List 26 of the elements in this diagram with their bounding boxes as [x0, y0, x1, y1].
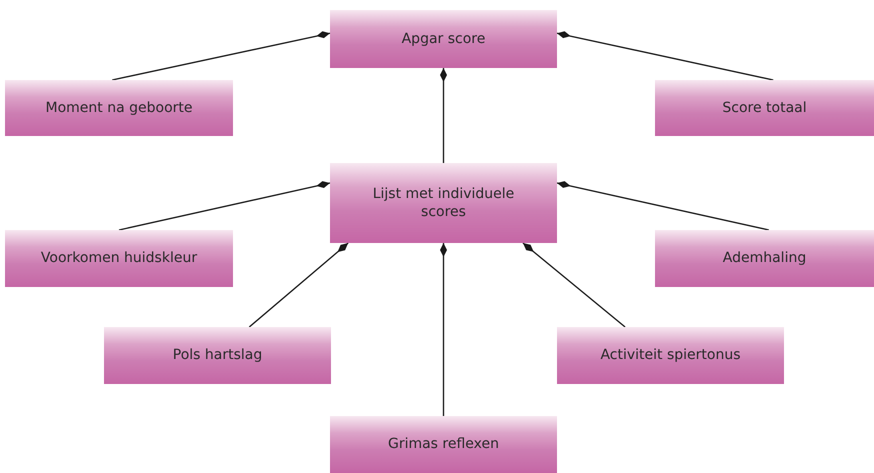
- class-box: [330, 163, 557, 243]
- class-box: [557, 327, 784, 384]
- class-name: Moment na geboorte: [46, 98, 192, 118]
- class-box: [104, 327, 331, 384]
- class-name: Score totaal: [722, 98, 807, 118]
- composition-connector: [556, 181, 770, 231]
- class-name: Voorkomen huidskleur: [40, 249, 198, 268]
- class-box: [5, 230, 233, 287]
- composition-connector: [556, 31, 774, 81]
- class-name: Ademhaling: [722, 249, 806, 268]
- class-name: Apgar score: [402, 30, 486, 48]
- composition-connector: [440, 243, 447, 416]
- composition-connector: [522, 242, 626, 328]
- composition-connector: [440, 68, 447, 163]
- class-name: Activiteit spiertonus: [600, 346, 741, 365]
- class-name: Grimas reflexen: [388, 435, 500, 454]
- class-name: Pols hartslag: [172, 346, 262, 365]
- class-box: [330, 10, 557, 68]
- class-box: [655, 80, 874, 136]
- composition-connector: [112, 31, 330, 81]
- class-box: [330, 416, 557, 473]
- composition-connector: [118, 181, 330, 231]
- composition-connector: [248, 242, 349, 328]
- class-name: Lijst met individuele scores: [372, 184, 516, 222]
- class-box: [5, 80, 233, 136]
- class-box: [655, 230, 874, 287]
